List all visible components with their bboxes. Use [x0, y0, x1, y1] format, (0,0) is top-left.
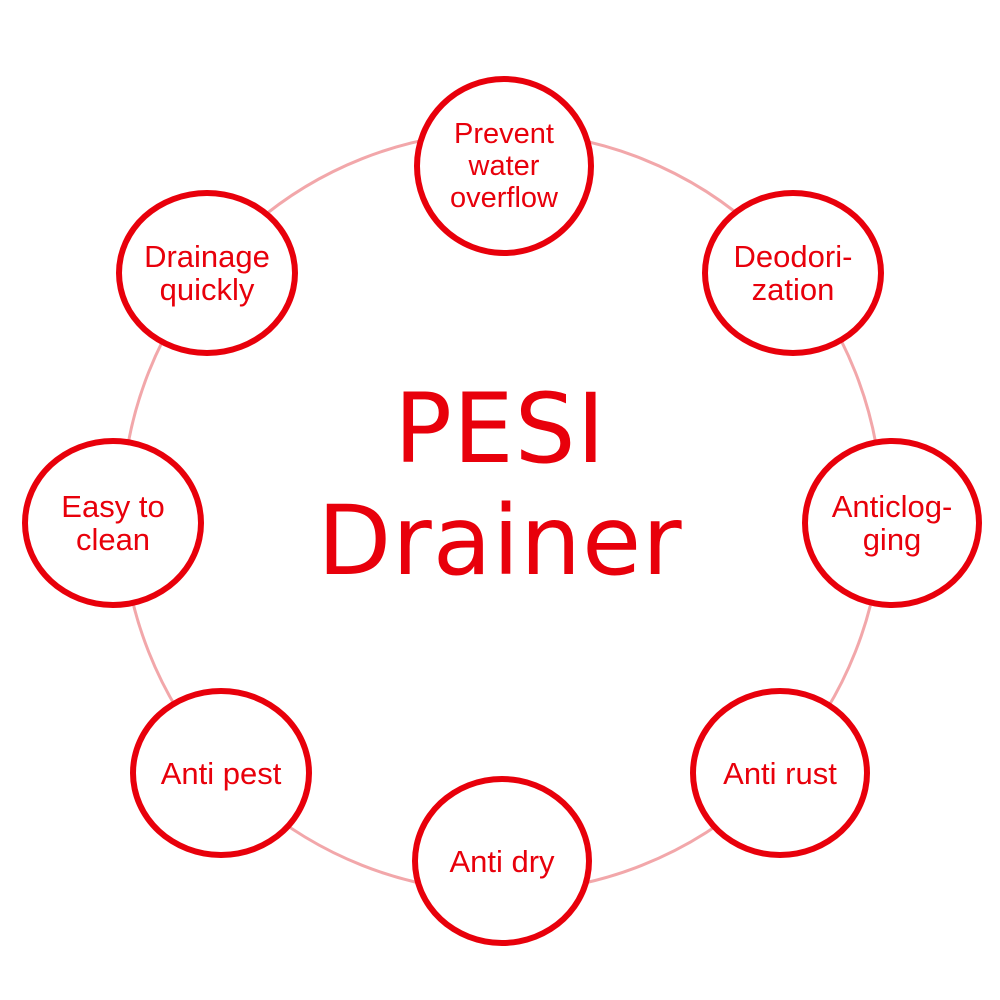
center-title: PESI Drainer [250, 355, 750, 615]
feature-node-anti-dry: Anti dry [412, 776, 592, 946]
node-label-line: Drainage [144, 239, 270, 274]
node-label-line: water [468, 150, 540, 182]
node-label-line: overflow [450, 182, 558, 214]
node-label-line: zation [751, 272, 835, 307]
node-label-line: clean [75, 522, 151, 557]
node-label-line: Prevent [454, 118, 554, 150]
node-label-line: Anti pest [160, 755, 282, 791]
node-label-line: Anticlog- [831, 489, 953, 524]
node-label-line: Anti dry [449, 843, 555, 879]
title-line-2: Drainer [317, 485, 683, 597]
feature-node-anticlogging: Anticlog- ging [802, 438, 982, 608]
node-label-line: Easy to [61, 489, 165, 524]
feature-node-drainage-quickly: Drainage quickly [116, 190, 298, 356]
title-line-1: PESI [394, 373, 606, 485]
node-label-line: quickly [159, 272, 255, 307]
node-label-line: Anti rust [723, 755, 837, 791]
feature-node-deodorization: Deodori- zation [702, 190, 884, 356]
feature-node-prevent-water-overflow: Prevent water overflow [414, 76, 594, 256]
feature-node-anti-rust: Anti rust [690, 688, 870, 858]
node-label-line: ging [862, 522, 922, 557]
node-label-line: Deodori- [733, 239, 853, 274]
feature-node-easy-to-clean: Easy to clean [22, 438, 204, 608]
feature-node-anti-pest: Anti pest [130, 688, 312, 858]
